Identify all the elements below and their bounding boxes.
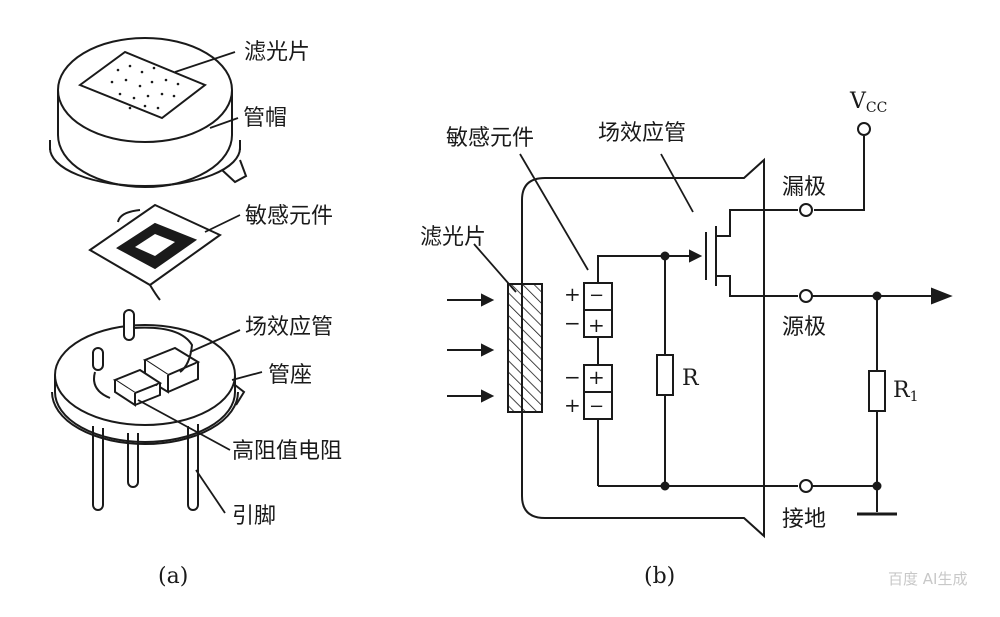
polarity-plus-4: + [588, 365, 605, 389]
watermark: 百度 AI生成 [888, 570, 967, 588]
resistor-block [112, 368, 163, 407]
light-arrows [447, 293, 495, 403]
label-r: R [682, 366, 700, 391]
fet-symbol [689, 209, 798, 297]
ground-terminal [799, 479, 813, 493]
polarity-minus-4: − [589, 396, 604, 417]
label-vcc: VCC [849, 89, 887, 116]
caption-a: (a) [158, 564, 188, 589]
polarity-plus-2: + [588, 313, 605, 337]
label-resistor: 高阻值电阻 [232, 439, 342, 464]
label-source: 源极 [782, 315, 826, 340]
sensitive-element [88, 203, 222, 301]
label-filter-b: 滤光片 [420, 225, 486, 250]
polarity-minus-3: − [564, 365, 581, 389]
label-base: 管座 [268, 363, 312, 388]
drain-terminal [799, 203, 813, 217]
source-terminal [799, 289, 813, 303]
label-cap: 管帽 [243, 106, 287, 131]
filter-b [507, 283, 543, 413]
label-sensor-a: 敏感元件 [245, 204, 333, 229]
caption-b: (b) [644, 564, 675, 589]
panel-a [49, 37, 263, 514]
label-fet-a: 场效应管 [245, 315, 333, 340]
leaders-a [137, 51, 263, 514]
resistor-r [656, 354, 674, 396]
polarity-plus-1: + [564, 282, 581, 306]
pins [92, 309, 199, 511]
polarity-minus-2: − [589, 285, 604, 306]
label-r1: R1 [893, 378, 919, 405]
label-filter-a: 滤光片 [244, 40, 310, 65]
fet-block [142, 346, 201, 394]
label-fet-b: 场效应管 [598, 121, 686, 146]
polarity-plus-3: + [564, 393, 581, 417]
vcc-terminal [857, 122, 871, 136]
polarity-minus-1: − [564, 311, 581, 335]
housing-outline [521, 157, 765, 539]
sensor-cap [49, 37, 248, 188]
label-ground: 接地 [782, 507, 826, 532]
leaders-b [473, 153, 694, 293]
filter-window [77, 50, 207, 120]
resistor-r1 [868, 370, 886, 412]
label-drain: 漏极 [782, 175, 826, 200]
label-sensor-b: 敏感元件 [446, 126, 534, 151]
label-pins: 引脚 [232, 504, 276, 529]
panel-b [447, 122, 953, 539]
